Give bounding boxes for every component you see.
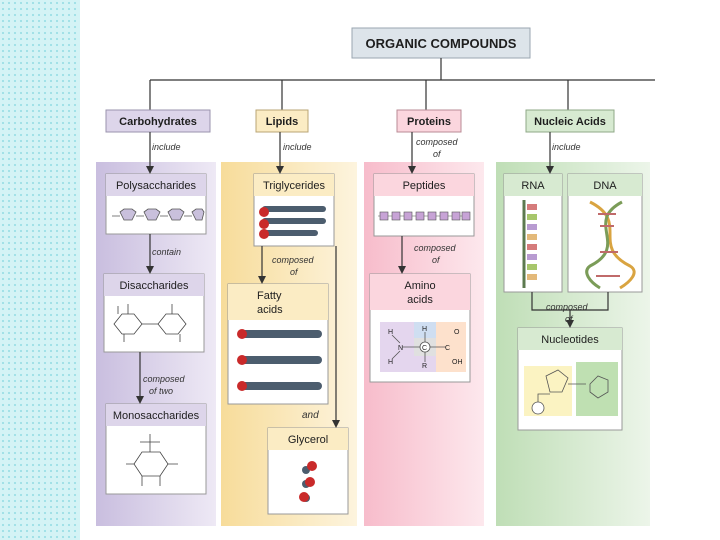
peptide-chain-icon [378, 211, 471, 221]
proteins-box [396, 109, 462, 133]
polysaccharides-header [106, 174, 206, 196]
monosaccharides-header [106, 404, 206, 426]
peptide-composed-text-1: composed [414, 243, 457, 253]
peptide-composed-text-2: of [432, 255, 441, 265]
nucleic-acids-label: Nucleic Acids [534, 116, 606, 128]
nucleic-acids-box [525, 109, 615, 133]
protein-composed-text-1: composed [416, 137, 459, 147]
amino-acids-label-1: Amino [404, 280, 435, 292]
title: ORGANIC COMPOUNDS [366, 36, 517, 51]
nucleotide-composed-text-1: composed [546, 302, 589, 312]
amino-c2: C [445, 345, 450, 352]
amino-acids-header [370, 274, 470, 310]
carbohydrates-label: Carbohydrates [119, 116, 197, 128]
amino-r: R [422, 363, 427, 370]
peptides-header [374, 174, 474, 196]
triglyceride-composed-text-1: composed [272, 255, 315, 265]
amino-n: N [398, 345, 403, 352]
composed-of-two-text-1: composed [143, 374, 186, 384]
triglyceride-molecule-icon [259, 206, 326, 239]
amino-h3: H [422, 326, 427, 333]
disaccharides-header [104, 274, 204, 296]
glycerol-molecule-icon [299, 461, 317, 502]
rna-header [504, 174, 562, 196]
fatty-acids-label-2: acids [257, 304, 283, 316]
amino-oh: OH [452, 359, 463, 366]
fatty-acids-header [228, 284, 328, 320]
contain-text: contain [152, 247, 181, 257]
nucleic-include-text: include [552, 142, 581, 152]
top-connector-lines [149, 58, 655, 110]
triglycerides-header [254, 174, 334, 196]
carbohydrates-box [105, 109, 211, 133]
nucleotides-label: Nucleotides [541, 334, 599, 346]
composed-of-two-text-2: of two [149, 386, 173, 396]
glycerol-label: Glycerol [288, 434, 328, 446]
amino-c: C [422, 345, 427, 352]
disaccharides-label: Disaccharides [119, 280, 189, 292]
monosaccharide-structure-icon [126, 434, 178, 486]
proteins-label: Proteins [407, 116, 451, 128]
protein-composed-text-2: of [433, 149, 442, 159]
nucleotides-header [518, 328, 622, 350]
dna-label: DNA [593, 180, 617, 192]
fatty-acid-chains-icon [237, 329, 322, 391]
lipids-box [255, 109, 309, 133]
dotted-background-strip [0, 0, 80, 540]
amino-o: O [454, 329, 460, 336]
triglyceride-composed-text-2: of [290, 267, 299, 277]
disaccharide-structure-icon [113, 304, 187, 342]
triglycerides-label: Triglycerides [263, 180, 325, 192]
amino-h2: H [388, 359, 393, 366]
nucleotide-structure-icon [524, 362, 618, 416]
title-box [351, 27, 531, 59]
amino-acid-structure-icon: H H N C H R C O OH [380, 322, 466, 372]
dna-header [568, 174, 642, 196]
and-text: and [302, 410, 319, 421]
carb-include-text: include [152, 142, 181, 152]
polysaccharides-label: Polysaccharides [116, 180, 197, 192]
amino-acids-label-2: acids [407, 294, 433, 306]
glycerol-header [268, 428, 348, 450]
rna-label: RNA [521, 180, 545, 192]
polysaccharide-chain-icon [112, 208, 205, 221]
nucleotide-composed-text-2: of [565, 314, 574, 324]
rna-strand-icon [522, 200, 537, 288]
peptides-label: Peptides [403, 180, 446, 192]
dna-double-helix-icon [585, 200, 636, 290]
amino-h1: H [388, 329, 393, 336]
monosaccharides-label: Monosaccharides [113, 410, 200, 422]
lipids-label: Lipids [266, 116, 298, 128]
lipid-include-text: include [283, 142, 312, 152]
fatty-acids-label-1: Fatty [257, 290, 282, 302]
